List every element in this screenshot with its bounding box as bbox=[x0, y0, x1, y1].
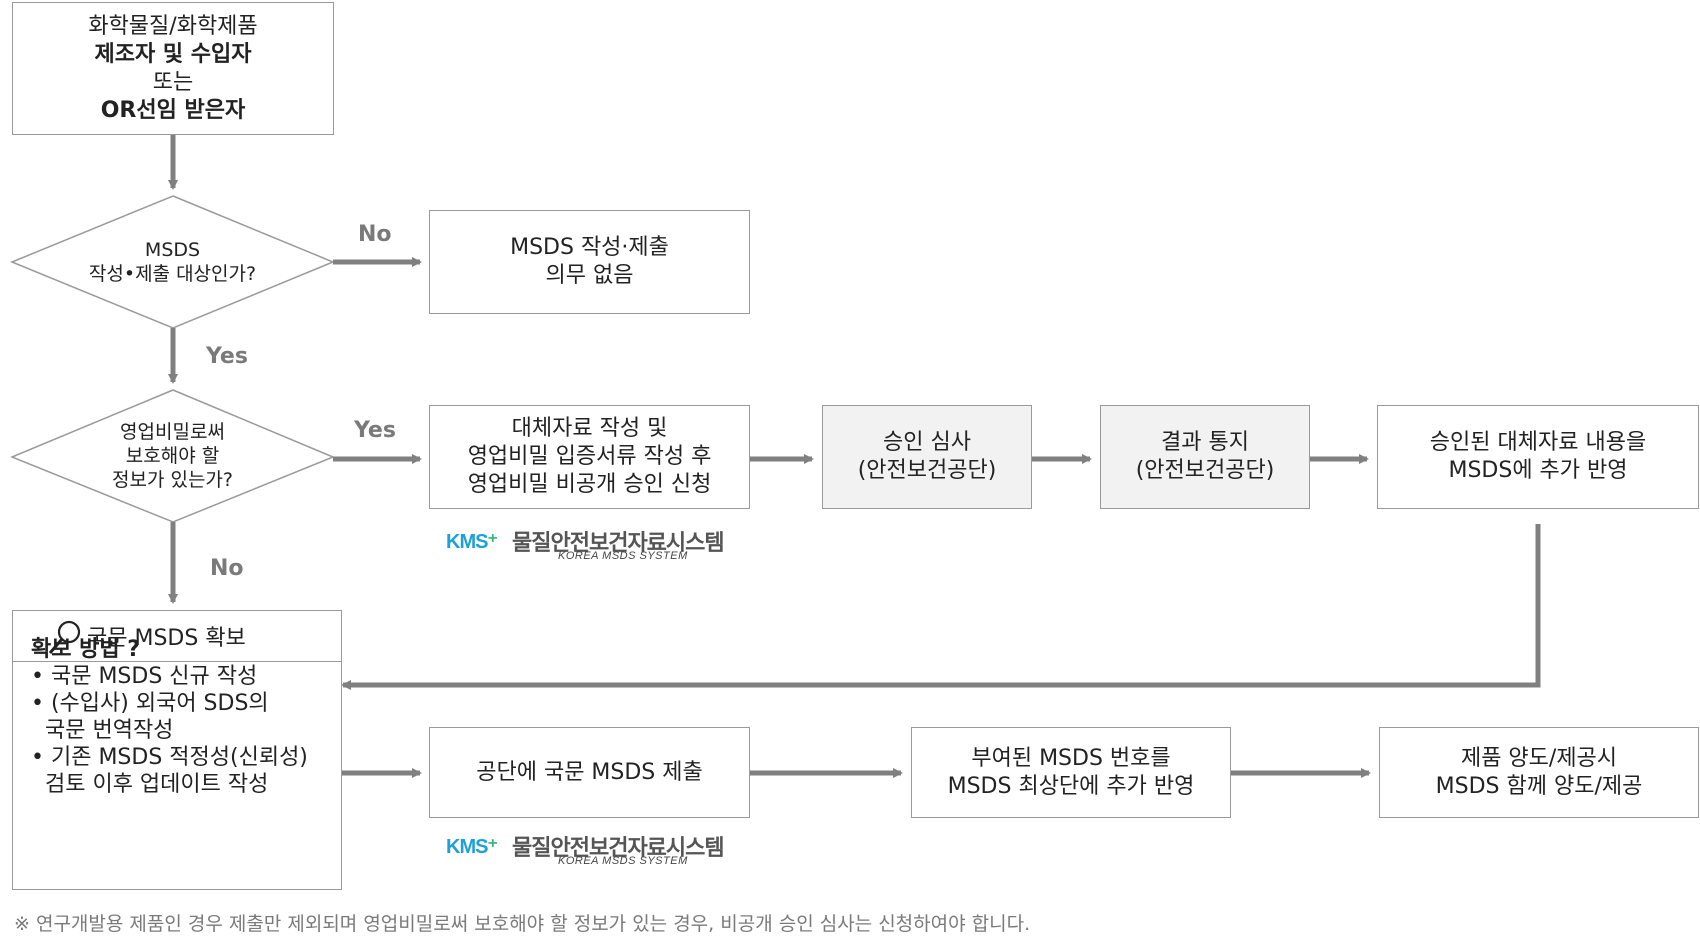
method-item1: • 국문 MSDS 신규 작성 bbox=[31, 664, 258, 689]
kms-dot-icon: ⁺ bbox=[487, 531, 498, 553]
secure-method-panel: 확보 방법 ? • 국문 MSDS 신규 작성 • (수입사) 외국어 SDS의… bbox=[12, 612, 342, 890]
kms-logo-1: KMS⁺ 물질안전보건자료시스템 KOREA MSDS SYSTEM bbox=[446, 525, 746, 565]
kms-dot-icon-2: ⁺ bbox=[487, 836, 498, 858]
kms-logo-korean-2: 물질안전보건자료시스템 bbox=[512, 836, 725, 861]
approval-review-box: 승인 심사 (안전보건공단) bbox=[822, 405, 1032, 509]
result-notice-line2: (안전보건공단) bbox=[1135, 458, 1275, 483]
approval-review-line1: 승인 심사 bbox=[883, 430, 971, 455]
method-item2b: 국문 번역작성 bbox=[31, 718, 174, 743]
decision1-line1: MSDS bbox=[144, 239, 201, 261]
kms-logo-2: KMS⁺ 물질안전보건자료시스템 KOREA MSDS SYSTEM bbox=[446, 830, 746, 870]
alt-data-line2: 영업비밀 입증서류 작성 후 bbox=[467, 444, 712, 469]
method-title: 확보 방법 ? bbox=[31, 637, 141, 662]
decision2-text: 영업비밀로써 보호해야 할 정보가 있는가? bbox=[12, 420, 333, 492]
footnote: ※ 연구개발용 제품인 경우 제출만 제외되며 영업비밀로써 보호해야 할 정보… bbox=[14, 913, 1031, 935]
transfer-line2: MSDS 함께 양도/제공 bbox=[1435, 773, 1643, 799]
kms-logo-mark-2: KMS⁺ bbox=[446, 834, 498, 859]
method-item2a: • (수입사) 외국어 SDS의 bbox=[31, 691, 269, 716]
approval-review-line2: (안전보건공단) bbox=[857, 458, 997, 483]
reflect-line2: MSDS에 추가 반영 bbox=[1448, 458, 1628, 483]
decision2-line3: 정보가 있는가? bbox=[111, 469, 233, 491]
decision1-line2: 작성•제출 대상인가? bbox=[88, 263, 257, 285]
top-box-line4: OR선임 받은자 bbox=[100, 97, 246, 123]
secure-msds-header: 국문 MSDS 확보 bbox=[12, 610, 342, 662]
reflect-line1: 승인된 대체자료 내용을 bbox=[1429, 430, 1647, 455]
label-no-2: No bbox=[210, 556, 244, 581]
label-yes-2: Yes bbox=[354, 418, 396, 443]
decision1-text: MSDS 작성•제출 대상인가? bbox=[12, 238, 333, 286]
kms-logo-english-2: KOREA MSDS SYSTEM bbox=[558, 855, 688, 867]
decision2-line1: 영업비밀로써 bbox=[120, 421, 225, 443]
label-yes-1: Yes bbox=[206, 344, 248, 369]
no-obligation-line1: MSDS 작성·제출 bbox=[510, 235, 669, 260]
top-box-line3: 또는 bbox=[152, 69, 194, 95]
transfer-line1: 제품 양도/제공시 bbox=[1460, 745, 1618, 771]
label-no-1: No bbox=[358, 222, 392, 247]
method-item3b: 검토 이후 업데이트 작성 bbox=[31, 772, 269, 797]
method-item3a: • 기존 MSDS 적정성(신뢰성) bbox=[31, 745, 308, 770]
no-obligation-box: MSDS 작성·제출 의무 없음 bbox=[429, 210, 750, 314]
kms-logo-mark: KMS⁺ bbox=[446, 529, 498, 554]
alternative-data-box: 대체자료 작성 및 영업비밀 입증서류 작성 후 영업비밀 비공개 승인 신청 bbox=[429, 405, 750, 509]
result-notice-line1: 결과 통지 bbox=[1161, 430, 1249, 455]
msds-number-box: 부여된 MSDS 번호를 MSDS 최상단에 추가 반영 bbox=[911, 727, 1231, 818]
submit-msds-box: 공단에 국문 MSDS 제출 bbox=[429, 727, 750, 818]
arrow-reflect-return bbox=[341, 524, 1541, 690]
kms-mark-text: KMS bbox=[446, 531, 488, 553]
kms-logo-english: KOREA MSDS SYSTEM bbox=[558, 550, 688, 562]
alt-data-line1: 대체자료 작성 및 bbox=[511, 416, 668, 441]
submit-line1: 공단에 국문 MSDS 제출 bbox=[476, 759, 703, 785]
kms-mark-text-2: KMS bbox=[446, 836, 488, 858]
kms-logo-korean: 물질안전보건자료시스템 bbox=[512, 531, 725, 556]
result-notice-box: 결과 통지 (안전보건공단) bbox=[1100, 405, 1310, 509]
reflect-alternative-box: 승인된 대체자료 내용을 MSDS에 추가 반영 bbox=[1377, 405, 1699, 509]
magnifier-icon bbox=[48, 620, 81, 654]
top-box-line2: 제조자 및 수입자 bbox=[94, 41, 252, 67]
secure-msds-title: 국문 MSDS 확보 bbox=[87, 626, 246, 651]
decision2-line2: 보호해야 할 bbox=[125, 445, 220, 467]
number-line1: 부여된 MSDS 번호를 bbox=[971, 745, 1171, 771]
alt-data-line3: 영업비밀 비공개 승인 신청 bbox=[467, 472, 712, 497]
top-box-line1: 화학물질/화학제품 bbox=[88, 13, 258, 39]
no-obligation-line2: 의무 없음 bbox=[545, 263, 634, 288]
transfer-msds-box: 제품 양도/제공시 MSDS 함께 양도/제공 bbox=[1379, 727, 1699, 818]
manufacturer-importer-box: 화학물질/화학제품 제조자 및 수입자 또는 OR선임 받은자 bbox=[12, 2, 334, 135]
number-line2: MSDS 최상단에 추가 반영 bbox=[947, 773, 1195, 799]
